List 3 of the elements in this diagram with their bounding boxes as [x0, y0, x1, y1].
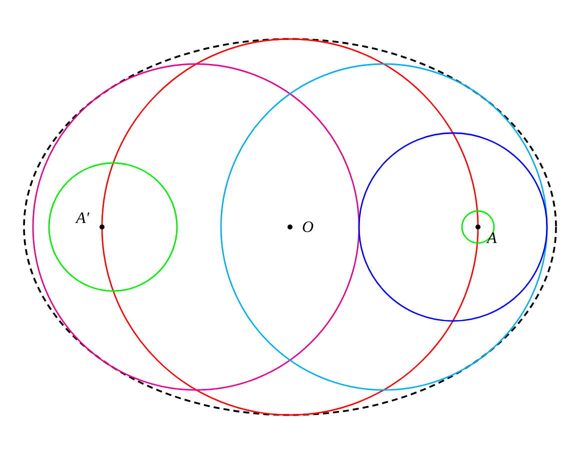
point-label: A: [487, 231, 497, 247]
point-label: O: [302, 220, 314, 236]
point-label: A′: [76, 211, 90, 227]
